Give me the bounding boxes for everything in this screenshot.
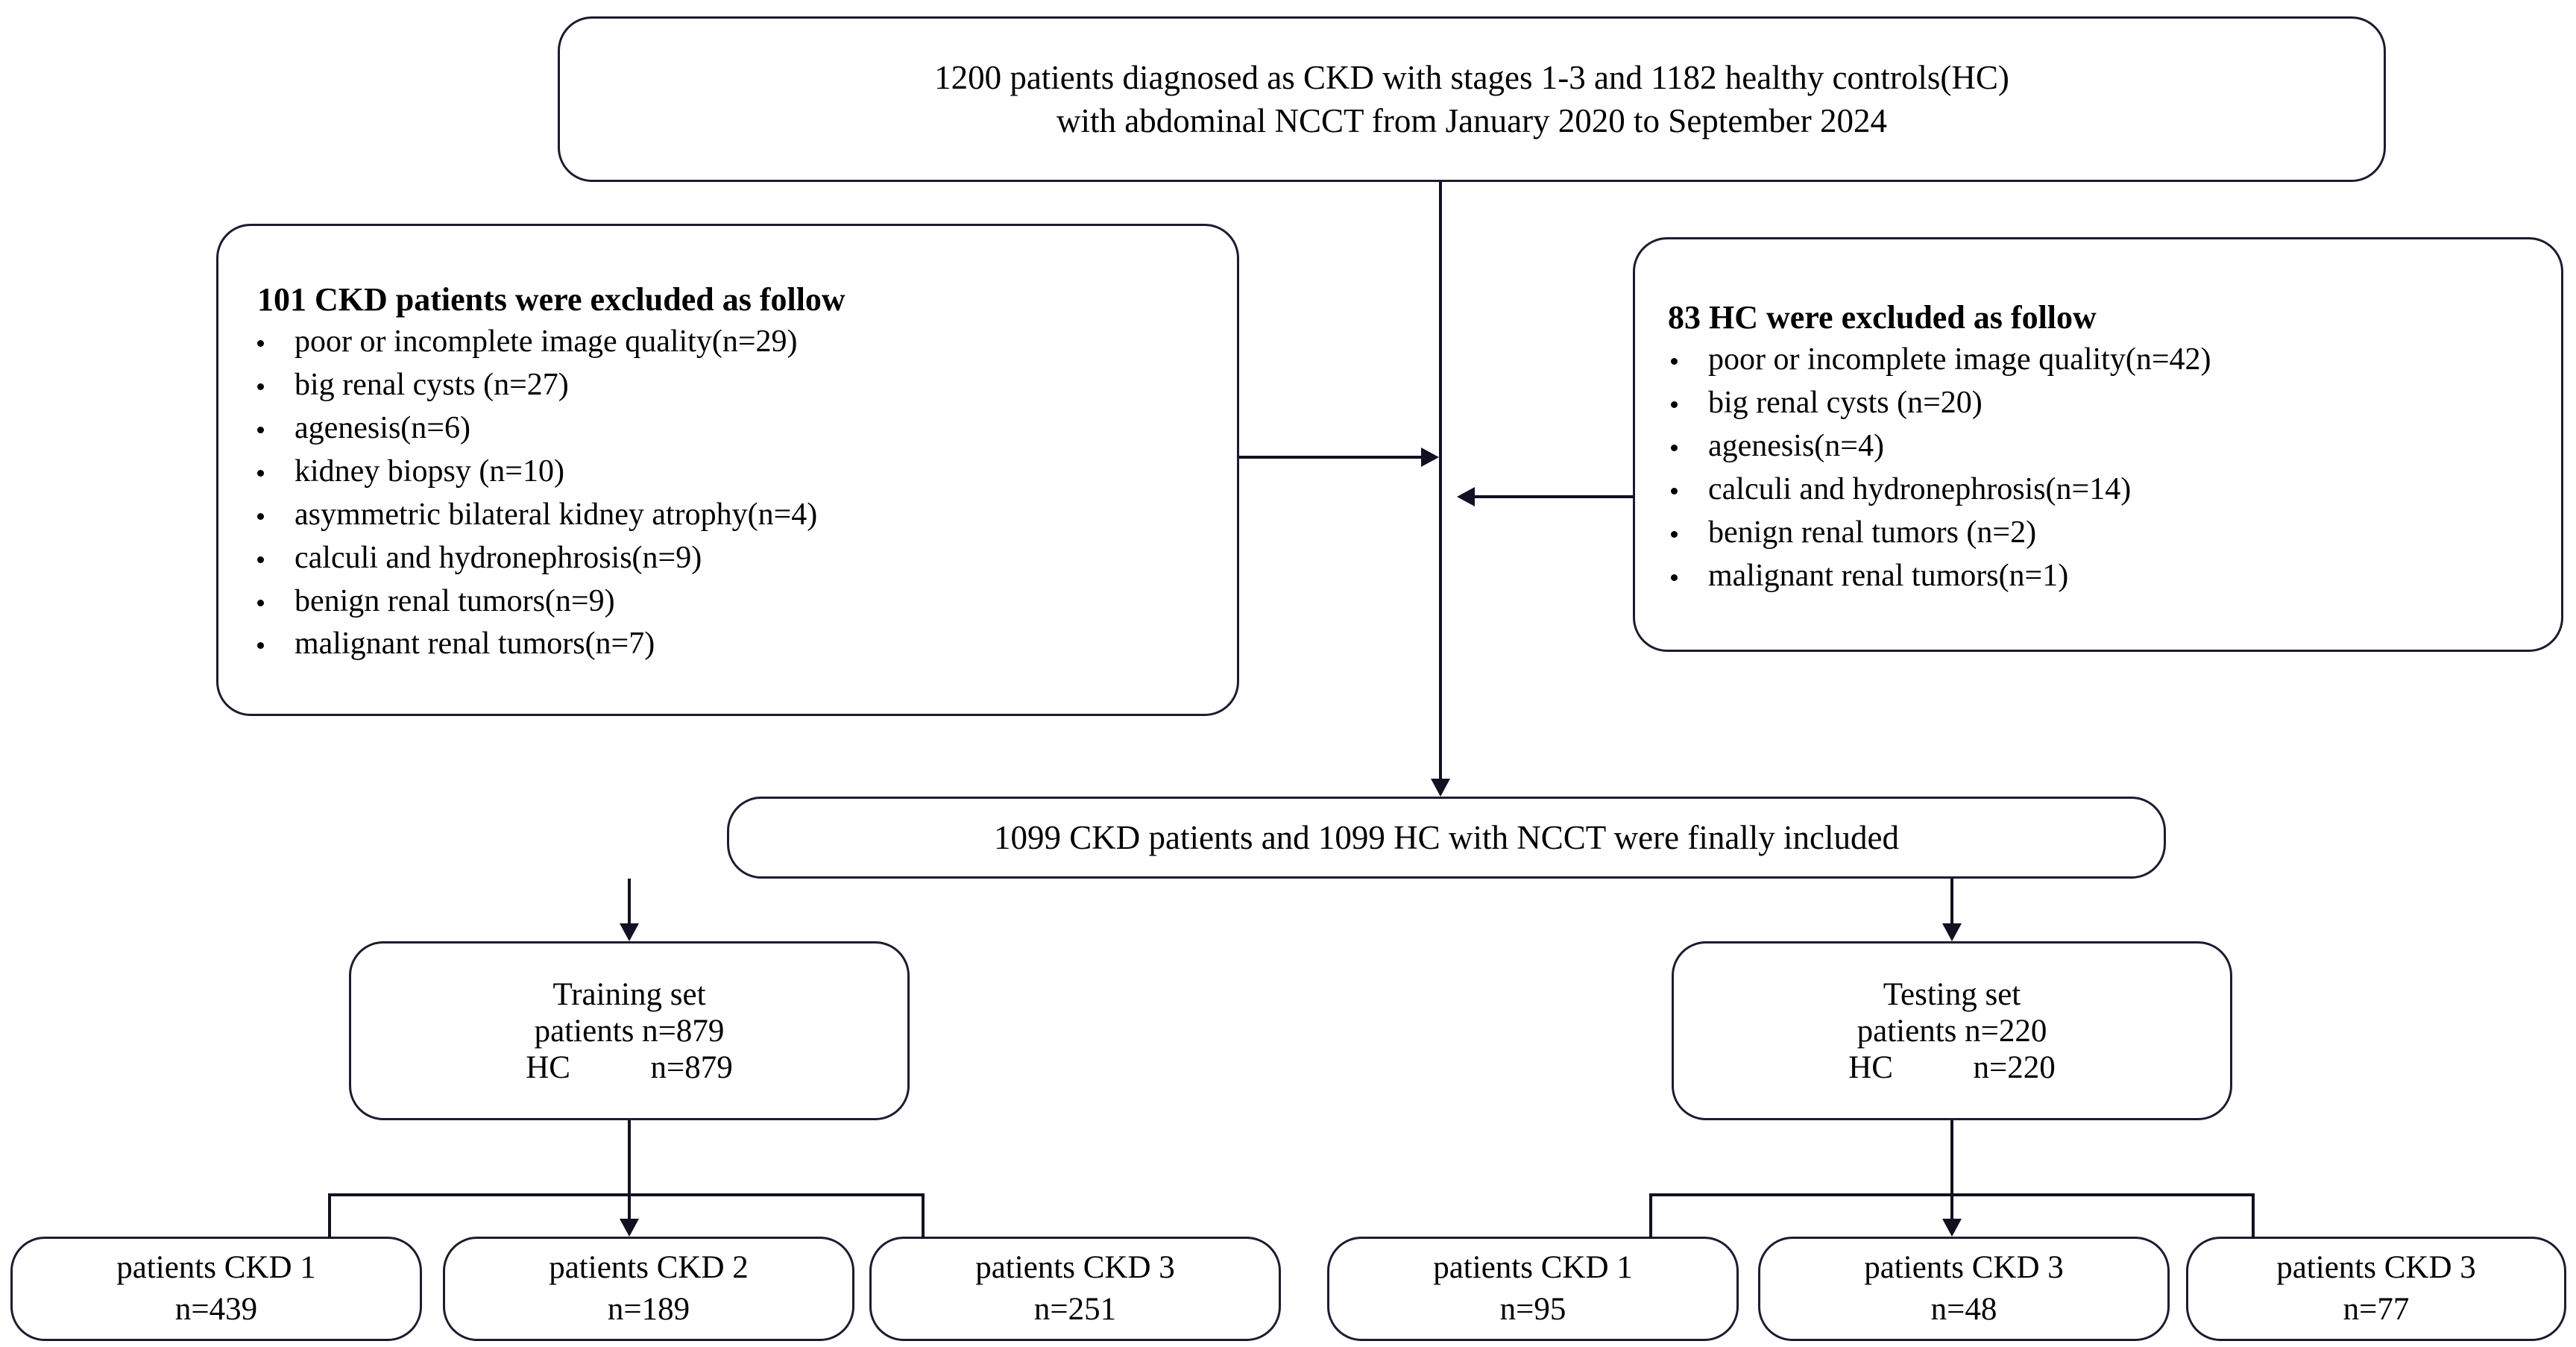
ckd-exclusion-heading: 101 CKD patients were excluded as follow [257,280,845,318]
hc-exclusion-list: poor or incomplete image quality(n=42) b… [1651,339,2545,598]
list-item: agenesis(n=4) [1651,425,2545,468]
testing-set-hc: HC n=220 [1848,1049,2056,1085]
included-box: 1099 CKD patients and 1099 HC with NCCT … [727,797,2166,879]
connector-training-bracket-bar [328,1193,925,1196]
testing-leaf-box-3: patients CKD 3 n=77 [2186,1237,2566,1341]
leaf-count: n=189 [607,1292,690,1327]
list-item: agenesis(n=6) [238,407,1218,450]
leaf-label: patients CKD 1 [1433,1250,1633,1286]
leaf-count: n=251 [1033,1292,1117,1327]
list-item: benign renal tumors(n=9) [238,580,1218,624]
list-item: malignant renal tumors(n=1) [1651,555,2545,598]
list-item: malignant renal tumors(n=7) [238,623,1218,666]
testing-leaf-box-2: patients CKD 3 n=48 [1758,1237,2170,1341]
arrow-trunk-to-included [1431,779,1450,797]
training-set-patients: patients n=879 [534,1013,725,1049]
connector-training-bracket-left-leg [328,1193,331,1238]
ckd-exclusion-box: 101 CKD patients were excluded as follow… [216,224,1239,716]
connector-ckd-exclusion [1239,456,1424,459]
connector-hc-exclusion [1475,495,1634,498]
connector-trunk-main [1439,182,1442,779]
list-item: calculi and hydronephrosis(n=9) [238,537,1218,580]
connector-included-to-testing [1950,879,1953,923]
leaf-label: patients CKD 3 [975,1250,1175,1286]
top-cohort-box: 1200 patients diagnosed as CKD with stag… [558,16,2386,182]
training-set-box: Training set patients n=879 HC n=879 [349,941,910,1120]
list-item: asymmetric bilateral kidney atrophy(n=4) [238,494,1218,537]
connector-testing-bracket-center [1950,1193,1953,1220]
included-box-text: 1099 CKD patients and 1099 HC with NCCT … [993,818,1899,856]
training-set-hc: HC n=879 [526,1049,733,1085]
connector-testing-bracket-right-leg [2252,1193,2255,1238]
arrow-ckd-exclusion-to-trunk [1421,448,1439,467]
arrow-hc-exclusion-to-trunk [1457,487,1475,506]
training-set-title: Training set [552,976,706,1012]
testing-leaf-box-1: patients CKD 1 n=95 [1327,1237,1739,1341]
arrow-training-bracket-center [620,1219,639,1237]
list-item: poor or incomplete image quality(n=42) [1651,339,2545,382]
hc-exclusion-box: 83 HC were excluded as follow poor or in… [1633,237,2563,652]
leaf-count: n=48 [1930,1292,1997,1327]
ckd-exclusion-list: poor or incomplete image quality(n=29) b… [238,321,1218,667]
arrow-testing-bracket-center [1942,1219,1962,1237]
list-item: big renal cysts (n=20) [1651,382,2545,425]
training-leaf-box-ckd2: patients CKD 2 n=189 [443,1237,854,1341]
connector-training-bracket-right-leg [922,1193,925,1238]
list-item: kidney biopsy (n=10) [238,450,1218,494]
connector-training-stem [628,1120,631,1195]
training-leaf-box-ckd1: patients CKD 1 n=439 [10,1237,422,1341]
arrow-included-to-testing [1942,923,1962,941]
arrow-included-to-training [620,923,639,941]
list-item: poor or incomplete image quality(n=29) [238,321,1218,364]
connector-testing-bracket-left-leg [1649,1193,1652,1238]
connector-included-to-training [628,879,631,923]
training-leaf-box-ckd3: patients CKD 3 n=251 [869,1237,1281,1341]
connector-training-bracket-center [628,1193,631,1220]
leaf-label: patients CKD 3 [2276,1250,2476,1286]
list-item: calculi and hydronephrosis(n=14) [1651,468,2545,512]
list-item: benign renal tumors (n=2) [1651,512,2545,555]
testing-set-box: Testing set patients n=220 HC n=220 [1672,941,2232,1120]
hc-exclusion-heading: 83 HC were excluded as follow [1668,298,2097,336]
list-item: big renal cysts (n=27) [238,364,1218,407]
leaf-label: patients CKD 3 [1864,1250,2064,1286]
leaf-count: n=439 [174,1292,258,1327]
testing-set-patients: patients n=220 [1857,1013,2047,1049]
leaf-label: patients CKD 2 [549,1250,749,1286]
testing-set-title: Testing set [1883,976,2021,1012]
top-cohort-line-1: 1200 patients diagnosed as CKD with stag… [934,58,2009,96]
connector-testing-stem [1950,1120,1953,1195]
top-cohort-line-2: with abdominal NCCT from January 2020 to… [1056,102,1887,139]
leaf-count: n=77 [2343,1292,2410,1327]
leaf-count: n=95 [1499,1292,1566,1327]
leaf-label: patients CKD 1 [116,1250,316,1286]
